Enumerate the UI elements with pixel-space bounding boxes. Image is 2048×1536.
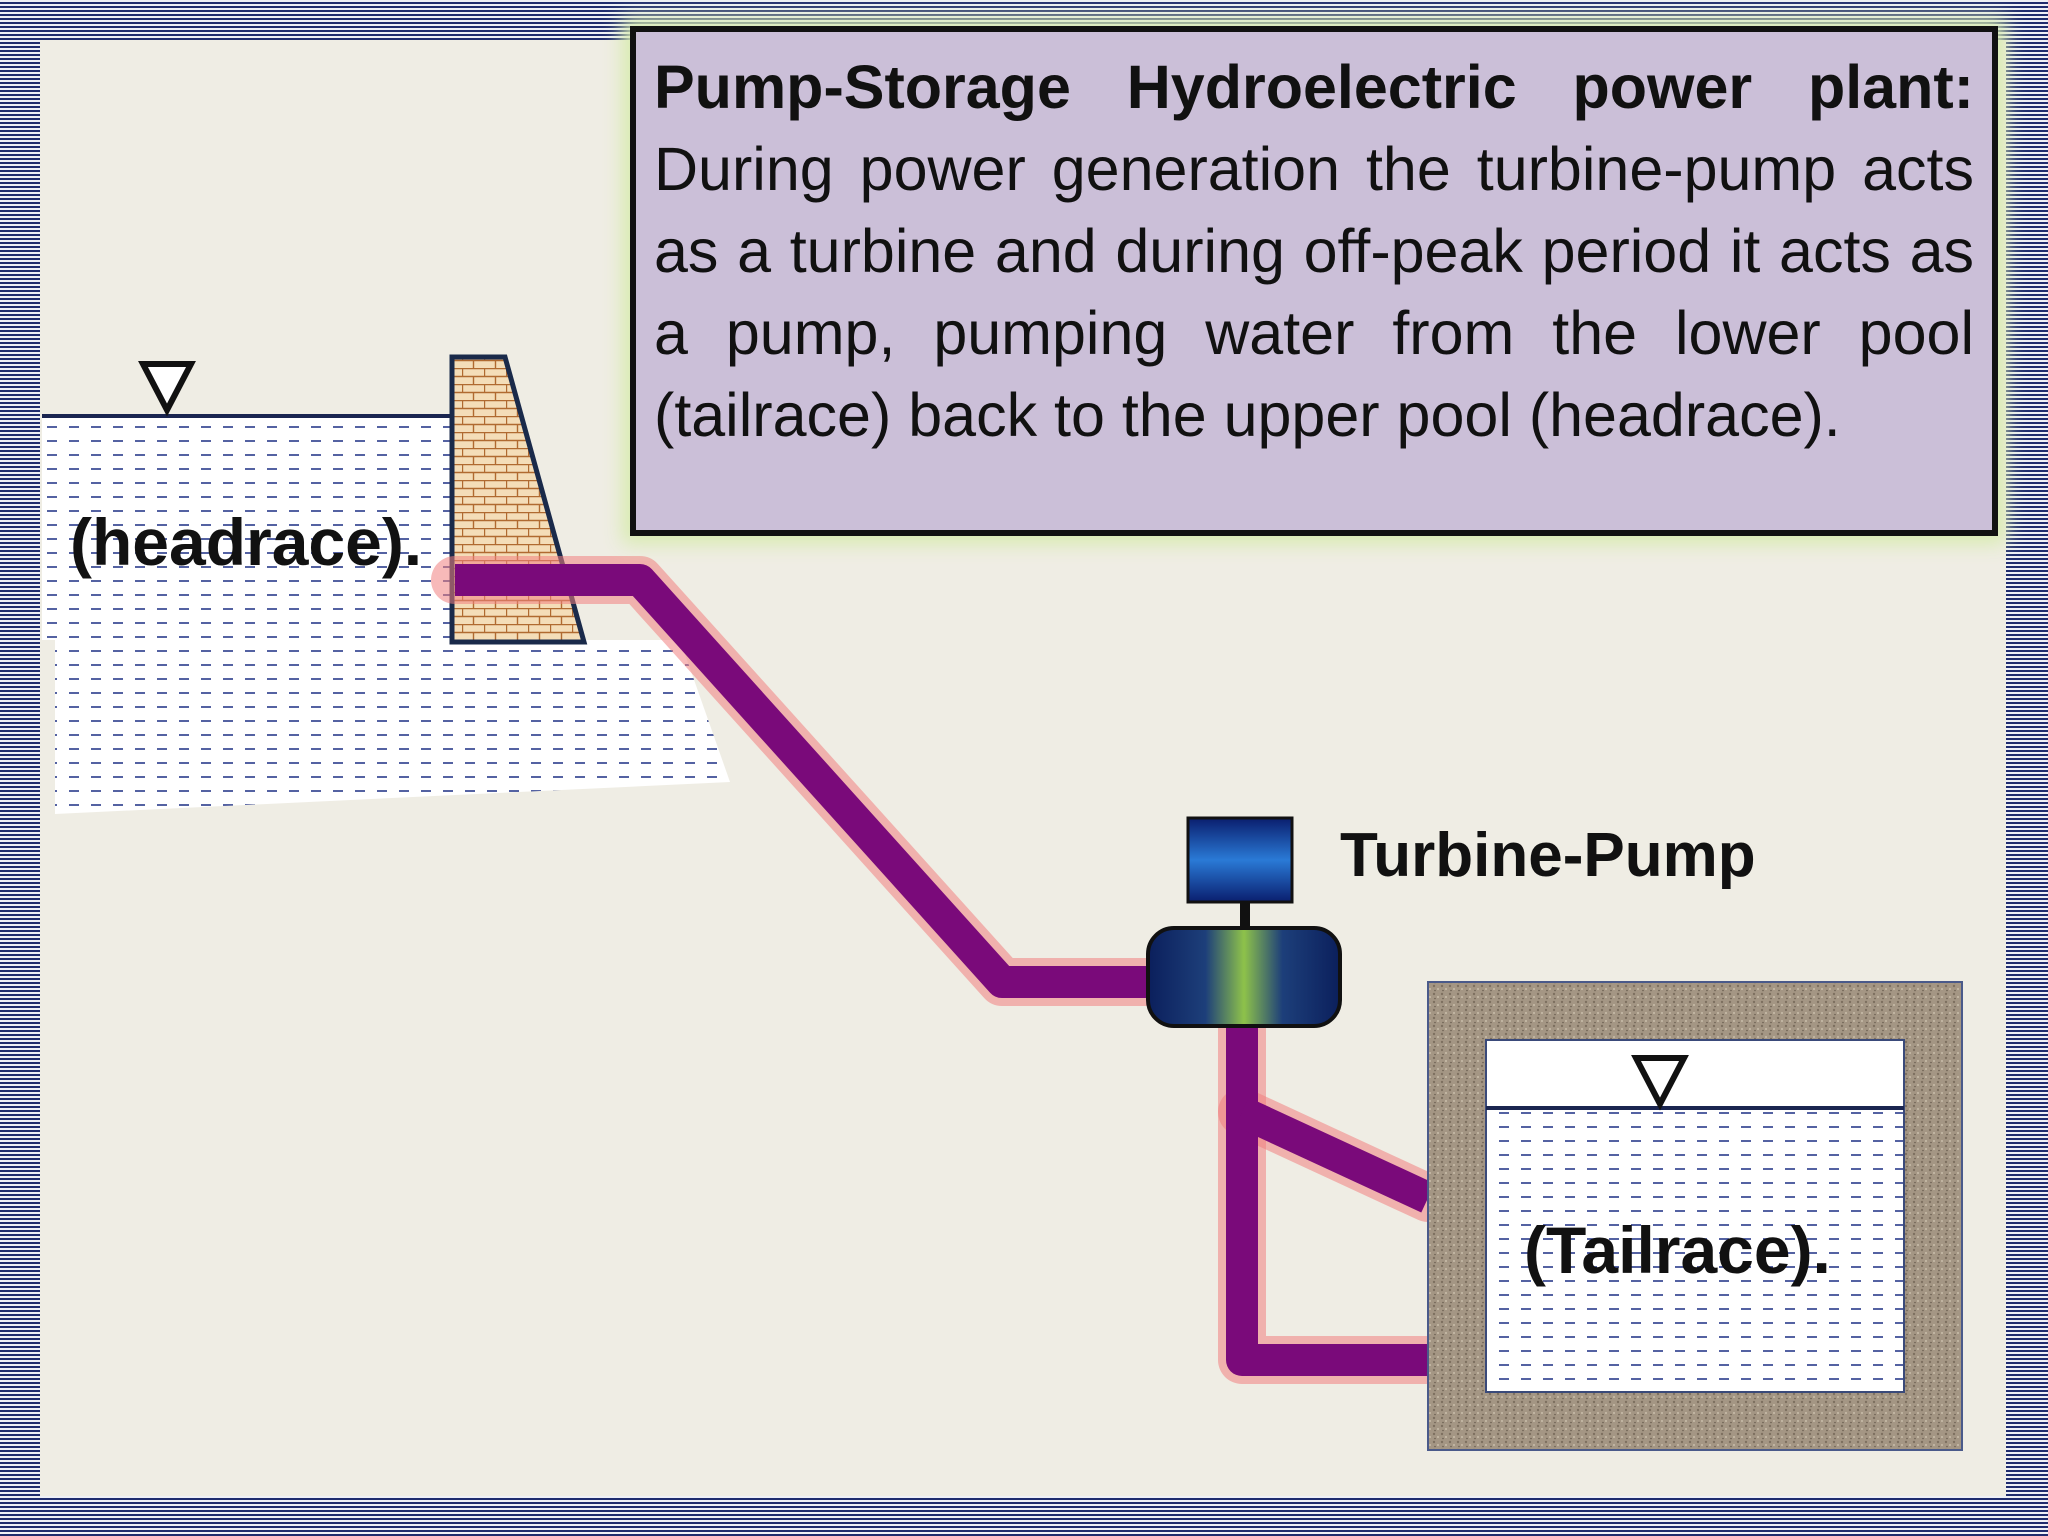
turbine-pump-label: Turbine-Pump (1340, 821, 1756, 890)
headrace-label: (headrace). (70, 505, 423, 579)
caption-body: During power generation the turbine-pump… (654, 135, 1974, 449)
caption-title: Pump-Storage Hydroelectric power plant: (654, 53, 1974, 121)
water-level-triangle-icon (1631, 1055, 1689, 1111)
caption-box: Pump-Storage Hydroelectric power plant: … (630, 26, 1998, 536)
lower-reservoir-air (1487, 1041, 1903, 1108)
generator-icon (1186, 816, 1294, 904)
upper-reservoir-lower-water (55, 640, 730, 814)
upper-reservoir-water (42, 416, 452, 640)
turbine-pump-icon (1146, 926, 1342, 1028)
tailrace-label: (Tailrace). (1524, 1213, 1831, 1287)
water-level-triangle-icon (138, 361, 196, 417)
penstock-pipe (455, 564, 1435, 1376)
